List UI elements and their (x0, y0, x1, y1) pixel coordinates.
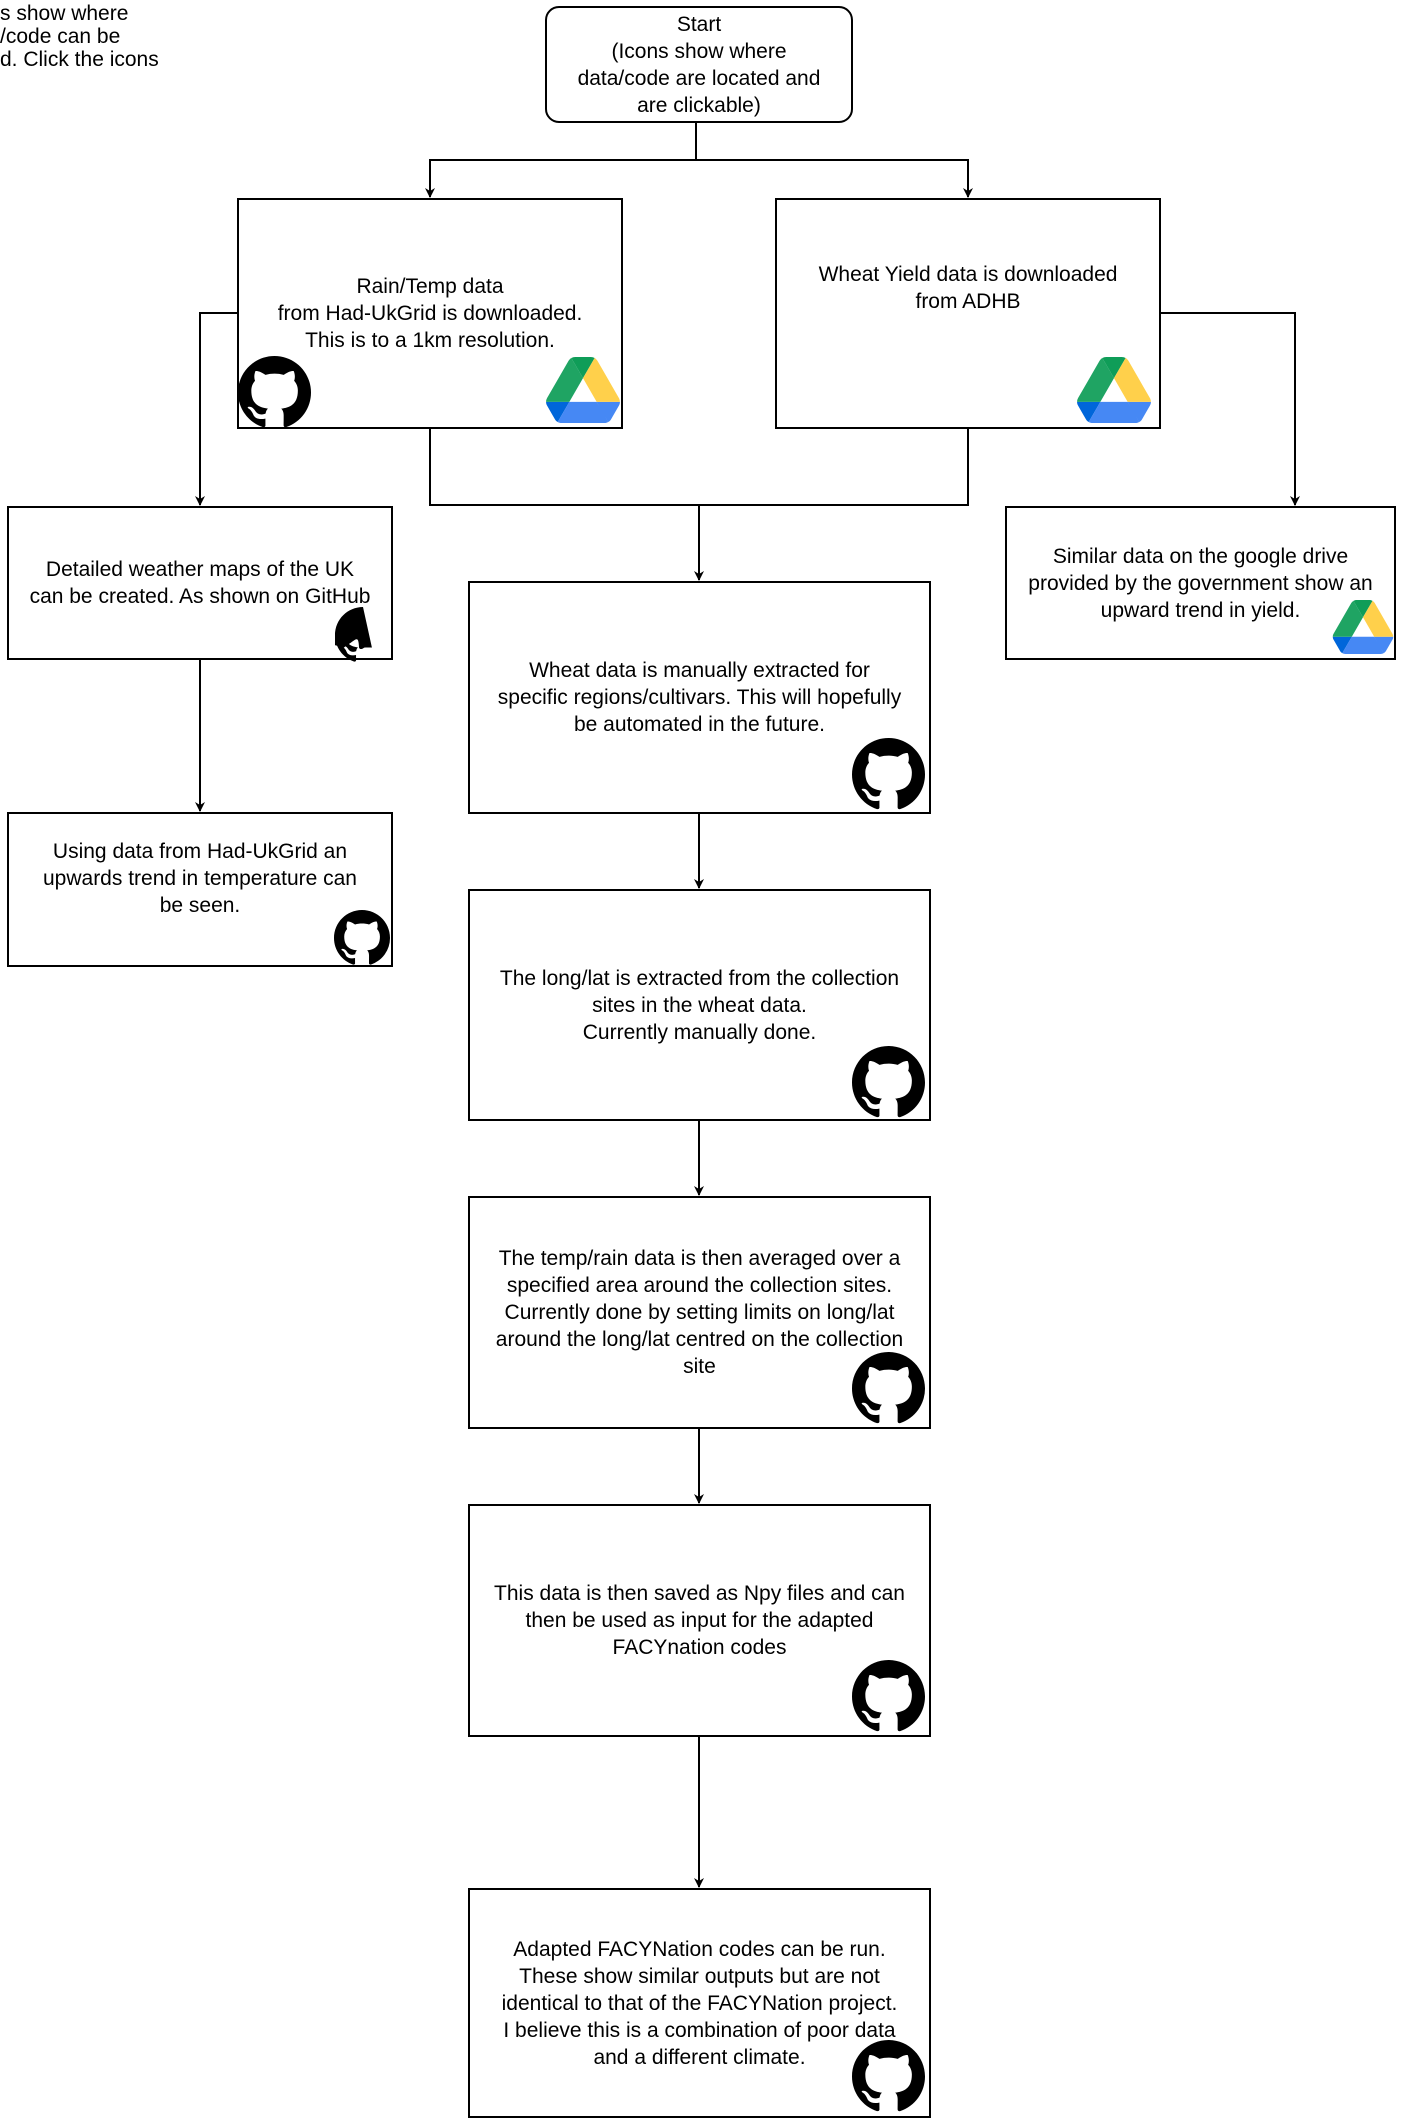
edge-yield-to-similar (1160, 312, 1300, 506)
weather-maps-node: Detailed weather maps of the UK can be c… (7, 506, 393, 660)
github-icon[interactable] (852, 1660, 925, 1733)
saved-npy-label: This data is then saved as Npy files and… (494, 1582, 905, 1659)
wheat-yield-label: Wheat Yield data is downloaded from ADHB (818, 262, 1118, 313)
longlat-label: The long/lat is extracted from the colle… (499, 966, 900, 1044)
averaging-label: The temp/rain data is then averaged over… (495, 1247, 904, 1378)
wheat-extract-label: Wheat data is manually extracted for spe… (497, 659, 902, 736)
adapted-codes-node: Adapted FACYNation codes can be run. The… (468, 1888, 931, 2118)
github-icon[interactable] (852, 2040, 925, 2113)
github-icon[interactable] (334, 910, 390, 966)
corner-note: s show where /code can be d. Click the i… (0, 2, 159, 71)
adapted-codes-label: Adapted FACYNation codes can be run. The… (501, 1937, 898, 2069)
similar-data-node: Similar data on the google drive provide… (1005, 506, 1396, 660)
edge-start-split (425, 121, 697, 198)
start-label: Start (Icons show where data/code are lo… (577, 12, 821, 117)
github-icon[interactable] (238, 356, 311, 429)
edge-start-to-wheat-yield (696, 159, 973, 198)
averaging-node: The temp/rain data is then averaged over… (468, 1196, 931, 1429)
github-icon[interactable] (852, 1046, 925, 1119)
rain-temp-label: Rain/Temp data from Had-UkGrid is downlo… (277, 275, 583, 352)
temp-trend-label: Using data from Had-UkGrid an upwards tr… (42, 840, 357, 917)
similar-data-label: Similar data on the google drive provide… (1028, 544, 1373, 622)
wheat-extract-node: Wheat data is manually extracted for spe… (468, 581, 931, 814)
start-node: Start (Icons show where data/code are lo… (545, 6, 853, 123)
google-drive-icon[interactable] (545, 357, 621, 423)
github-icon[interactable] (852, 1352, 925, 1425)
google-drive-icon[interactable] (1332, 600, 1394, 654)
edge-rain-to-maps (195, 312, 238, 506)
google-drive-icon[interactable] (1076, 357, 1152, 423)
github-icon[interactable] (335, 607, 391, 663)
edge-rain-merge (429, 428, 969, 506)
temp-trend-node: Using data from Had-UkGrid an upwards tr… (7, 812, 393, 967)
github-icon[interactable] (852, 738, 925, 811)
weather-maps-label: Detailed weather maps of the UK can be c… (29, 558, 371, 608)
